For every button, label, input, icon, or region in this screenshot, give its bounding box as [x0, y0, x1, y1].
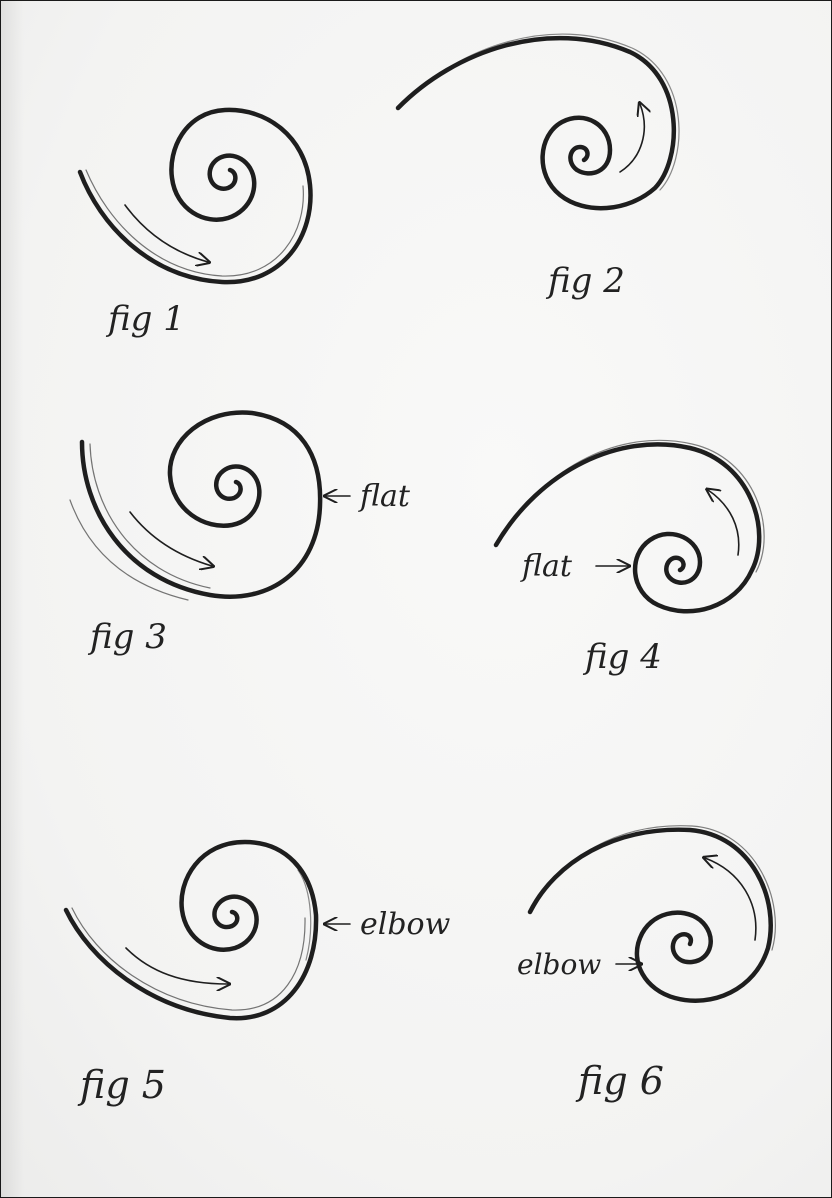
fig6-label: fig 6	[575, 1059, 664, 1103]
fig1-spiral	[80, 110, 311, 282]
fig4-spiral	[496, 444, 759, 611]
fig5-spiral-sketch-line	[72, 908, 305, 1010]
fig6-direction-arrow	[705, 858, 756, 940]
fig4-direction-arrow	[708, 490, 739, 555]
fig1-label: fig 1	[105, 299, 185, 339]
figure-6: elbow fig 6	[517, 826, 775, 1103]
fig3-spiral	[82, 412, 320, 596]
fig4-annotation: flat	[520, 549, 573, 584]
figure-4: flat fig 4	[496, 440, 764, 677]
fig6-annotation: elbow	[517, 948, 601, 981]
fig5-direction-arrow	[126, 948, 228, 984]
figure-3: flat fig 3	[70, 412, 411, 657]
fig5-spiral	[66, 842, 316, 1018]
figure-1: fig 1	[80, 110, 311, 339]
figure-5: elbow fig 5	[66, 842, 451, 1107]
fig1-spiral-sketch-line	[86, 170, 303, 276]
fig4-label: fig 4	[582, 637, 662, 677]
figure-2: fig 2	[398, 34, 679, 301]
fig2-label: fig 2	[545, 261, 625, 301]
fig3-annotation: flat	[358, 479, 411, 514]
fig5-annotation: elbow	[360, 907, 451, 942]
fig2-spiral	[398, 38, 674, 208]
fig3-label: fig 3	[87, 617, 167, 657]
fig6-spiral-sketch-line	[534, 826, 775, 950]
fig2-direction-arrow	[620, 104, 644, 172]
fig5-label: fig 5	[77, 1063, 166, 1107]
